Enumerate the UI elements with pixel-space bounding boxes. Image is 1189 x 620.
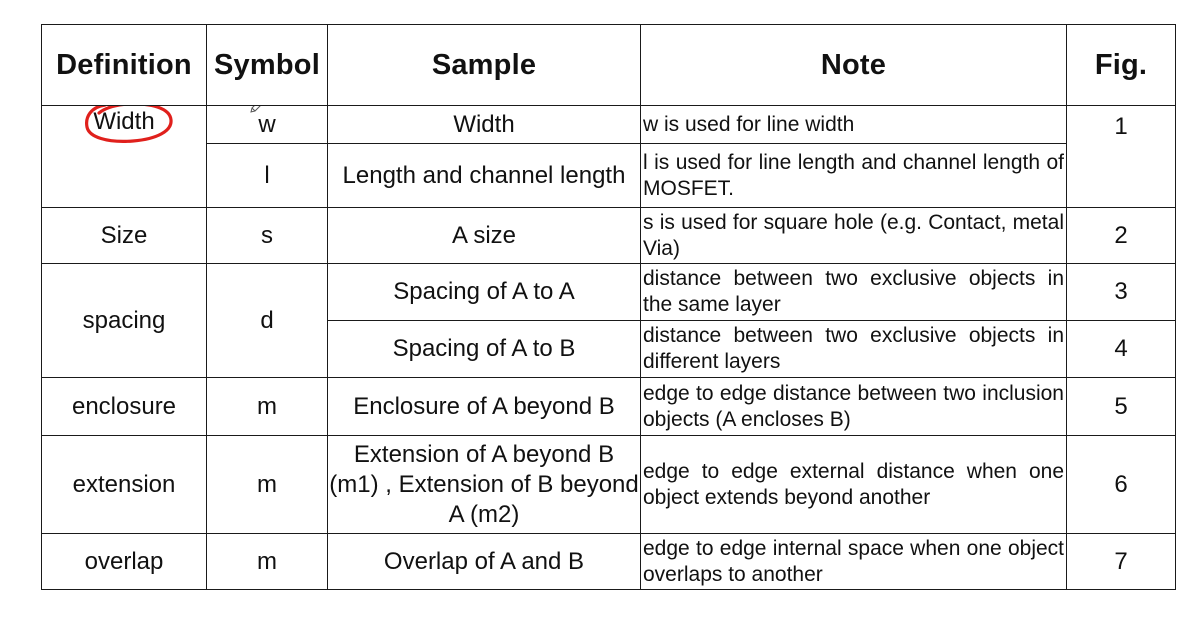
cell-symbol-s: s [206, 207, 328, 264]
header-sample: Sample [327, 24, 641, 106]
cell-symbol-m-extension: m [206, 435, 328, 534]
cell-sample-extension: Extension of A beyond B (m1) , Extension… [327, 435, 641, 534]
symbol-w-label: w [258, 110, 276, 138]
cell-symbol-w: w [206, 105, 328, 144]
table-row-extension: extension m Extension of A beyond B (m1)… [41, 435, 1176, 534]
table-row-overlap: overlap m Overlap of A and B edge to edg… [41, 533, 1176, 590]
table-row-length: l Length and channel length l is used fo… [42, 143, 1176, 208]
cell-note-spacing-aa: distance between two exclusive objects i… [640, 263, 1067, 321]
header-row: Definition Symbol Sample Note Fig. [41, 24, 1176, 106]
cell-sample-overlap: Overlap of A and B [327, 533, 641, 590]
cell-symbol-m-enclosure: m [206, 377, 328, 436]
cell-symbol-d: d [206, 263, 328, 378]
table-row-spacing-ab: Spacing of A to B distance between two e… [42, 320, 1176, 378]
cell-definition-size: Size [41, 207, 207, 264]
cell-sample-length: Length and channel length [327, 143, 641, 208]
cell-symbol-l: l [206, 143, 328, 208]
header-fig: Fig. [1066, 24, 1176, 106]
cell-definition-extension: extension [41, 435, 207, 534]
table-row-enclosure: enclosure m Enclosure of A beyond B edge… [41, 377, 1176, 436]
circled-term: Width [85, 106, 173, 143]
cell-fig-1: 1 [1066, 105, 1176, 208]
cell-note-overlap: edge to edge internal space when one obj… [640, 533, 1067, 590]
cell-note-enclosure: edge to edge distance between two inclus… [640, 377, 1067, 436]
cell-definition-spacing: spacing [41, 263, 207, 378]
cell-fig-5: 5 [1066, 377, 1176, 436]
cell-symbol-m-overlap: m [206, 533, 328, 590]
cell-sample-enclosure: Enclosure of A beyond B [327, 377, 641, 436]
cell-fig-6: 6 [1066, 435, 1176, 534]
cell-definition-enclosure: enclosure [41, 377, 207, 436]
cell-note-width: w is used for line width [640, 105, 1067, 144]
table-row-size: Size s A size s is used for square hole … [41, 207, 1176, 264]
cell-definition-width: Width [41, 105, 207, 208]
cell-sample-spacing-ab: Spacing of A to B [327, 320, 641, 378]
cell-fig-3: 3 [1066, 263, 1176, 321]
cell-fig-2: 2 [1066, 207, 1176, 264]
cell-sample-spacing-aa: Spacing of A to A [327, 263, 641, 321]
cell-note-extension: edge to edge external distance when one … [640, 435, 1067, 534]
cell-fig-7: 7 [1066, 533, 1176, 590]
cell-note-spacing-ab: distance between two exclusive objects i… [640, 320, 1067, 378]
definition-width-label: Width [93, 108, 155, 135]
cell-definition-overlap: overlap [41, 533, 207, 590]
header-note: Note [640, 24, 1067, 106]
cell-sample-width: Width [327, 105, 641, 144]
cell-fig-4: 4 [1066, 320, 1176, 378]
design-rules-table: Definition Symbol Sample Note Fig. Width [41, 24, 1176, 590]
cell-note-size: s is used for square hole (e.g. Contact,… [640, 207, 1067, 264]
table-row-spacing-aa: spacing d Spacing of A to A distance bet… [41, 263, 1176, 378]
header-symbol: Symbol [206, 24, 328, 106]
table-row-width: Width w Width w is used for line width 1 [41, 105, 1176, 208]
header-definition: Definition [41, 24, 207, 106]
cell-note-length: l is used for line length and channel le… [640, 143, 1067, 208]
cell-sample-size: A size [327, 207, 641, 264]
